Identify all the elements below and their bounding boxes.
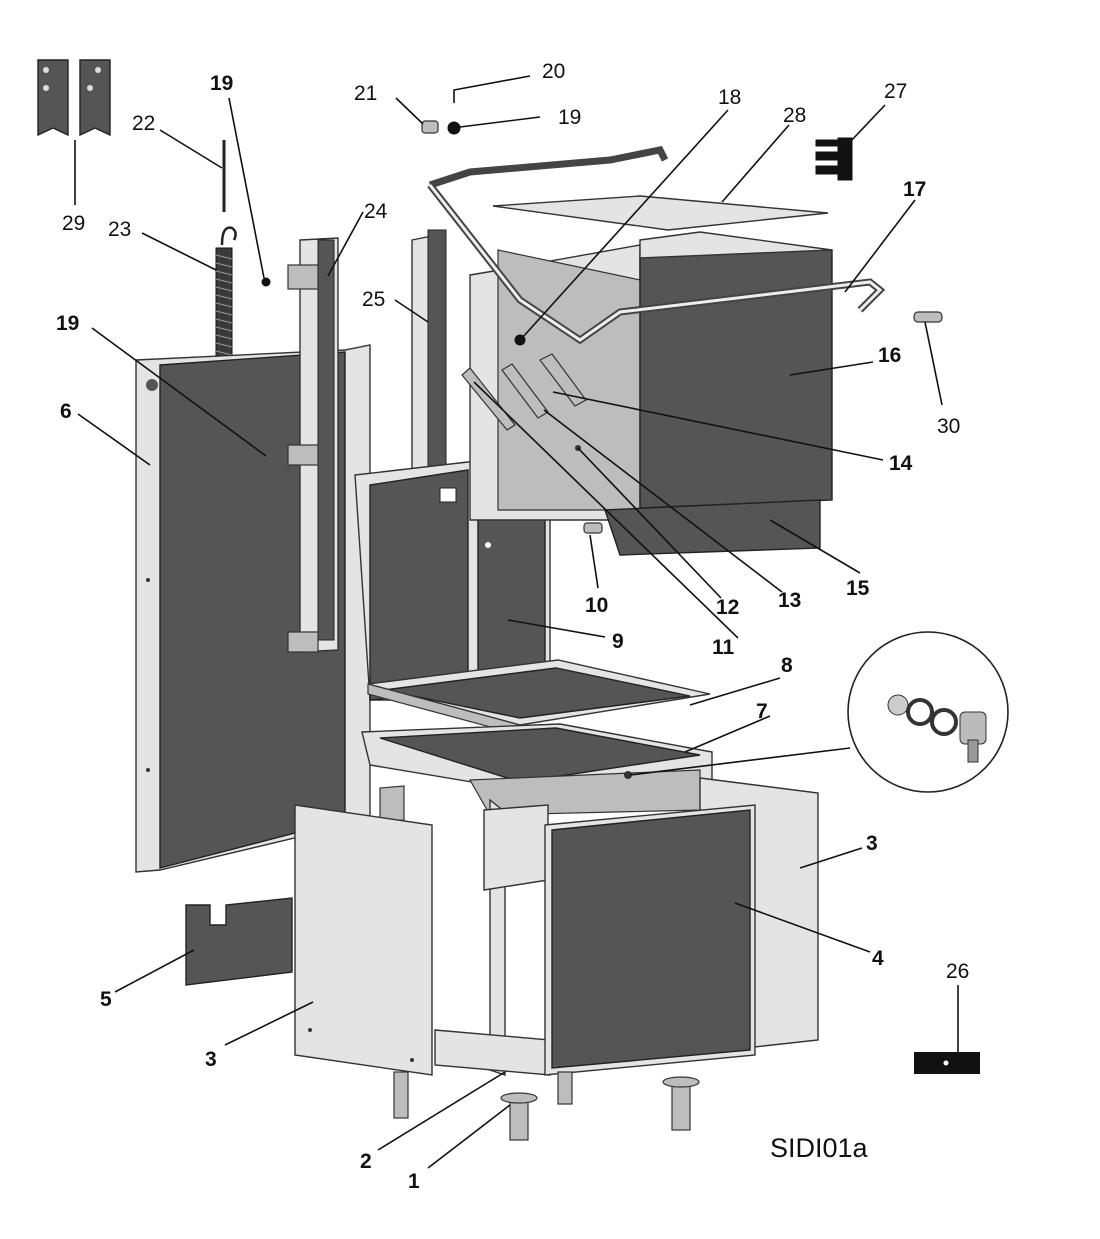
callout-3: 3 [205, 1048, 217, 1071]
part-15-bottom-trim [604, 499, 821, 556]
part-19-screw-top [261, 277, 271, 287]
callout-14: 14 [889, 452, 913, 475]
callout-10: 10 [585, 594, 608, 617]
part-17-handle [427, 146, 886, 345]
drain-detail-circle [847, 631, 1009, 793]
part-29-hinge-plates [37, 59, 111, 137]
callout-25: 25 [362, 288, 385, 311]
part-10-knob [583, 522, 603, 534]
callout-17: 17 [903, 178, 926, 201]
callout-28: 28 [783, 104, 806, 127]
callout-7: 7 [756, 700, 768, 723]
callout-11: 11 [712, 636, 735, 659]
callout-19: 19 [210, 72, 233, 95]
callout-15: 15 [846, 577, 870, 600]
callout-29: 29 [62, 212, 85, 235]
callout-8: 8 [781, 654, 793, 677]
callout-1: 1 [408, 1170, 420, 1193]
callout-4: 4 [872, 947, 884, 970]
part-24-hinge-column [287, 237, 339, 653]
part-28-top-cover [492, 195, 829, 231]
callout-labels: 1 2 3 3 4 5 6 7 8 9 10 11 12 13 14 15 16… [56, 60, 969, 1193]
callout-21: 21 [354, 82, 377, 105]
callout-19: 19 [56, 312, 79, 335]
drawing-code: SIDI01a [770, 1133, 869, 1163]
callout-5: 5 [100, 988, 112, 1011]
part-27-comb [815, 137, 853, 181]
part-7-tank [361, 723, 713, 816]
part-3-left-panel [294, 804, 433, 1076]
callout-26: 26 [946, 960, 969, 983]
callout-27: 27 [884, 80, 907, 103]
part-26-bracket [914, 1052, 980, 1074]
callout-3: 3 [866, 832, 878, 855]
callout-6: 6 [60, 400, 72, 423]
callout-19: 19 [558, 106, 581, 129]
part-5-kick-plate [185, 897, 293, 986]
part-2-base-frame [379, 785, 551, 1076]
part-30-pin [913, 311, 943, 323]
part-1-feet [393, 1071, 700, 1141]
part-21-fitting [421, 120, 439, 134]
callout-30: 30 [937, 415, 960, 438]
callout-9: 9 [612, 630, 624, 653]
callout-22: 22 [132, 112, 155, 135]
callout-24: 24 [364, 200, 388, 223]
callout-16: 16 [878, 344, 901, 367]
callout-13: 13 [778, 589, 801, 612]
callout-12: 12 [716, 596, 739, 619]
callout-20: 20 [542, 60, 565, 83]
leader-lines [74, 75, 959, 1169]
part-4-front-panel [544, 804, 756, 1076]
part-23-spring [215, 226, 237, 379]
callout-23: 23 [108, 218, 131, 241]
part-8-frame [367, 659, 711, 736]
callout-18: 18 [718, 86, 741, 109]
callout-2: 2 [360, 1150, 372, 1173]
part-19-knob [447, 121, 461, 135]
